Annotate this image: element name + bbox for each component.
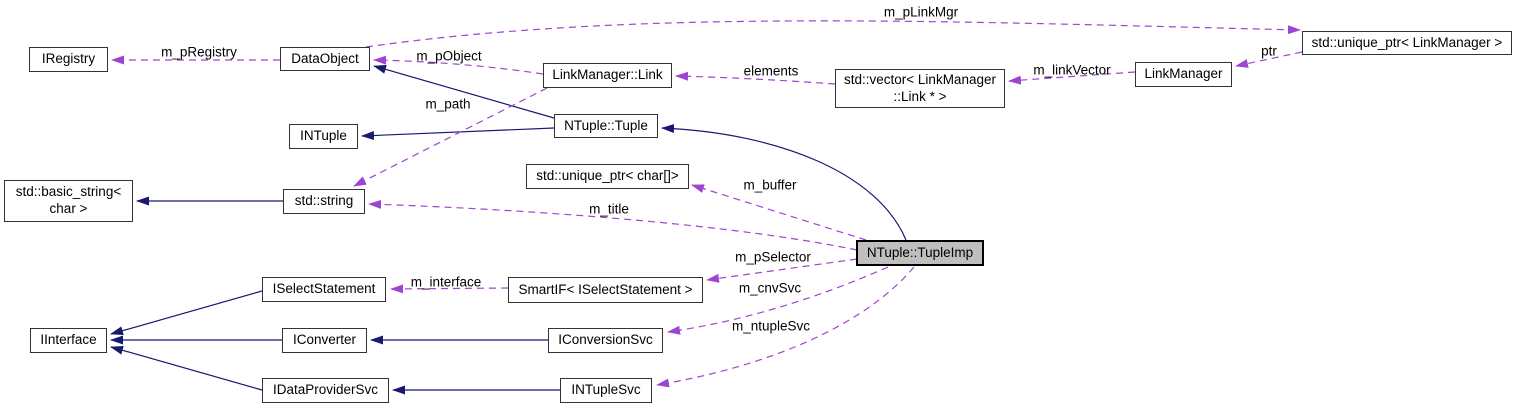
node-idataprovidersvc[interactable]: IDataProviderSvc	[262, 378, 389, 403]
node-label: INTuple	[300, 128, 347, 144]
edge-ntuple-tuple-to-dataobject	[373, 65, 555, 119]
node-unique-ptr-linkmanager[interactable]: std::unique_ptr< LinkManager >	[1302, 31, 1512, 55]
edge-ntuple-tupleimp-to-iconversionsvc	[667, 266, 889, 335]
node-intuplesvc[interactable]: INTupleSvc	[560, 378, 652, 403]
node-smartif-iselectstatement[interactable]: SmartIF< ISelectStatement >	[508, 277, 703, 303]
node-label: IRegistry	[41, 51, 96, 67]
node-label: DataObject	[291, 50, 359, 66]
node-label: char >	[49, 201, 88, 216]
node-label: ::Link * >	[893, 88, 947, 104]
edge-linkmanager-link-to-dataobject	[373, 55, 544, 75]
edge-iselectstatement-to-iinterface	[110, 290, 263, 336]
edge-label-m_title: m_title	[589, 201, 629, 217]
edge-label-m_pLinkMgr: m_pLinkMgr	[883, 4, 959, 20]
node-iselectstatement[interactable]: ISelectStatement	[262, 277, 386, 302]
node-label: SmartIF< ISelectStatement >	[518, 281, 693, 297]
edge-label-m_ntupleSvc: m_ntupleSvc	[731, 318, 811, 334]
edge-linkmanager-link-to-std-string	[353, 87, 548, 187]
edge-ntuple-tupleimp-to-ntuple-tuple	[661, 124, 907, 241]
edge-dataobject-to-unique-ptr-linkmanager	[365, 20, 1301, 48]
edge-label-m_linkVector: m_linkVector	[1033, 62, 1111, 78]
node-iregistry[interactable]: IRegistry	[29, 47, 108, 72]
edge-label-m_cnvSvc: m_cnvSvc	[738, 280, 802, 296]
node-label: IInterface	[40, 332, 97, 348]
edge-label-m_pObject: m_pObject	[416, 48, 482, 64]
node-label: IDataProviderSvc	[272, 382, 379, 398]
node-label: LinkManager::Link	[552, 67, 663, 83]
node-linkmanager-link[interactable]: LinkManager::Link	[543, 63, 672, 88]
node-unique-ptr-char[interactable]: std::unique_ptr< char[]>	[526, 164, 689, 189]
edge-idataprovidersvc-to-iinterface	[110, 345, 263, 391]
node-label: std::unique_ptr< LinkManager >	[1311, 34, 1503, 50]
edge-ntuple-tupleimp-to-std-string	[368, 199, 858, 251]
node-label: std::unique_ptr< char[]>	[536, 168, 679, 184]
node-dataobject[interactable]: DataObject	[280, 47, 370, 71]
edge-ntuple-tuple-to-intuple	[361, 127, 555, 140]
edge-ntuple-tupleimp-to-unique-ptr-char	[691, 184, 867, 241]
node-label: std::vector< LinkManager	[844, 71, 996, 87]
edge-smartif-iselectstatement-to-iselectstatement	[390, 284, 509, 294]
node-basic-string[interactable]: std::basic_string<char >	[4, 180, 133, 222]
node-label: std::basic_string<	[15, 184, 122, 200]
node-ntuple-tupleimp: NTuple::TupleImp	[856, 240, 984, 266]
node-intuple[interactable]: INTuple	[289, 124, 358, 149]
node-label: NTuple::Tuple	[564, 117, 648, 133]
node-ntuple-tuple[interactable]: NTuple::Tuple	[554, 114, 658, 138]
node-vector-linkmanager-link[interactable]: std::vector< LinkManager::Link * >	[835, 69, 1005, 108]
edge-label-elements: elements	[743, 63, 799, 79]
node-label: NTuple::TupleImp	[866, 244, 974, 260]
edge-label-m_interface: m_interface	[410, 274, 482, 290]
node-label: LinkManager	[1144, 66, 1223, 82]
edge-ntuple-tupleimp-to-smartif-iselectstatement	[706, 258, 858, 283]
node-linkmanager[interactable]: LinkManager	[1135, 62, 1232, 87]
edge-label-m_buffer: m_buffer	[743, 177, 797, 193]
node-label: IConversionSvc	[558, 332, 653, 348]
node-label: std::string	[294, 193, 354, 209]
node-iinterface[interactable]: IInterface	[30, 328, 107, 353]
edge-linkmanager-to-vector-linkmanager-link	[1008, 71, 1136, 85]
node-label: IConverter	[292, 332, 357, 348]
node-iconversionsvc[interactable]: IConversionSvc	[548, 328, 663, 353]
node-std-string[interactable]: std::string	[283, 189, 365, 214]
node-label: INTupleSvc	[571, 382, 641, 398]
edge-label-m_path: m_path	[425, 96, 471, 112]
edge-label-ptr: ptr	[1261, 43, 1277, 59]
node-iconverter[interactable]: IConverter	[282, 328, 367, 353]
edge-label-m_pRegistry: m_pRegistry	[161, 44, 237, 60]
node-label: ISelectStatement	[272, 281, 376, 297]
edge-label-m_pSelector: m_pSelector	[735, 249, 811, 265]
edge-ntuple-tupleimp-to-intuplesvc	[656, 266, 915, 388]
